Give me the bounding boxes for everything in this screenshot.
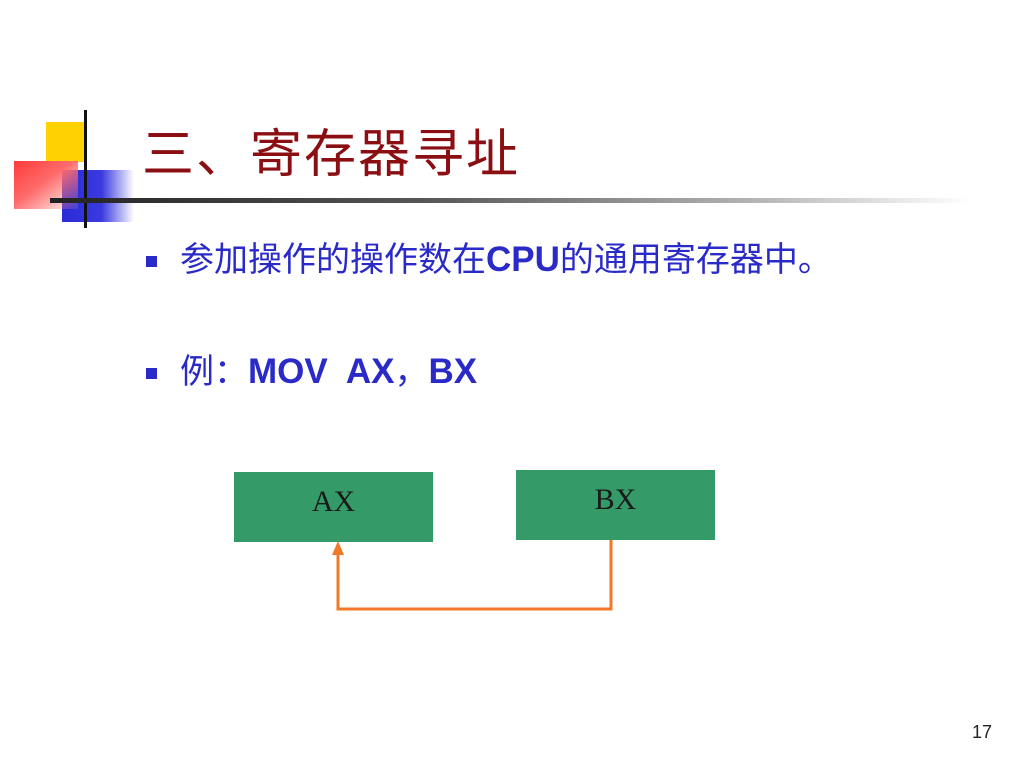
slide-title: 三、寄存器寻址 [142, 125, 521, 185]
register-ax-box: AX [234, 472, 433, 542]
bullet-text-bold-part: CPU [486, 240, 560, 279]
bullet-square-icon [146, 368, 157, 379]
register-bx-label: BX [594, 483, 637, 516]
bullet-text: 参加操作的操作数在CPU的通用寄存器中。 [180, 232, 832, 288]
register-ax-label: AX [311, 485, 356, 518]
bullet-text: 例：MOV AX，BX [180, 344, 477, 400]
bullet-square-icon [146, 256, 157, 267]
bullet-text-part: ， [394, 352, 429, 392]
bullet-text-part: 参加操作的操作数在 [180, 240, 486, 280]
bullet-text-bold-part: MOV AX [248, 352, 395, 391]
decor-vertical-line [84, 110, 87, 228]
transfer-arrow-line [336, 540, 613, 611]
arrow-head-icon [332, 541, 344, 555]
decor-yellow-square [46, 122, 86, 162]
bullet-text-part: 的通用寄存器中。 [559, 240, 832, 280]
bullet-item: 参加操作的操作数在CPU的通用寄存器中。 [146, 232, 832, 344]
page-number: 17 [971, 722, 992, 742]
title-underline [50, 198, 970, 203]
bullet-item: 例：MOV AX，BX [146, 344, 832, 456]
bullet-text-bold-part: BX [428, 352, 478, 391]
bullet-list: 参加操作的操作数在CPU的通用寄存器中。 例：MOV AX，BX [146, 232, 832, 456]
bullet-text-part: 例： [180, 352, 248, 392]
register-bx-box: BX [516, 470, 715, 540]
